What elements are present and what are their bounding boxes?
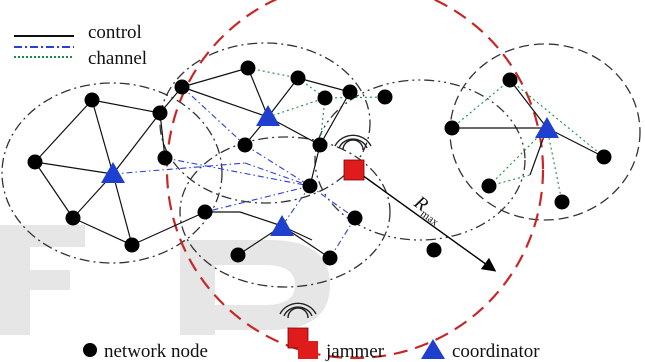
network-node xyxy=(317,90,333,106)
coordinator-triangle xyxy=(256,105,280,126)
line-legend: control channel xyxy=(14,22,147,69)
network-node xyxy=(377,89,393,105)
cluster-range-top xyxy=(159,42,371,204)
network-node xyxy=(502,72,518,88)
symbol-legend: network node jammer coordinator xyxy=(83,339,540,362)
network-node xyxy=(342,84,358,100)
network-node xyxy=(27,154,43,170)
cluster-range-bottom xyxy=(179,136,391,288)
network-node xyxy=(174,79,190,95)
network-nodes xyxy=(27,60,612,266)
square-icon xyxy=(298,341,318,359)
network-node xyxy=(152,105,168,121)
coordinator-triangle xyxy=(101,162,125,183)
coordinator-legend-label: coordinator xyxy=(452,341,540,362)
network-node xyxy=(124,237,140,253)
network-node xyxy=(596,149,612,165)
network-node xyxy=(347,210,363,226)
control-legend-label: control xyxy=(88,22,142,43)
cluster-ranges xyxy=(1,42,641,288)
network-node xyxy=(157,150,173,166)
network-node xyxy=(481,178,497,194)
network-node xyxy=(230,247,246,263)
rmax-label: Rmax xyxy=(408,191,447,228)
network-node xyxy=(554,194,570,210)
network-node xyxy=(197,204,213,220)
network-node xyxy=(240,60,256,76)
network-node xyxy=(302,178,318,194)
network-node xyxy=(322,250,338,266)
triangle-icon xyxy=(421,339,445,359)
watermark xyxy=(0,225,330,335)
rmax-arrow xyxy=(354,169,497,272)
coordinators xyxy=(101,105,559,236)
network-node xyxy=(312,137,328,153)
circle-icon xyxy=(83,343,97,357)
signal-waves xyxy=(279,134,372,319)
network-node xyxy=(290,70,306,86)
jammer-legend-label: jammer xyxy=(325,341,385,362)
network-node xyxy=(426,242,442,258)
channel-legend-label: channel xyxy=(88,48,147,69)
channel-links xyxy=(112,67,605,259)
jammer-square xyxy=(343,159,365,181)
control-links xyxy=(34,67,605,259)
cluster-range-left xyxy=(1,82,223,264)
jammer-signal-icon xyxy=(287,307,309,319)
coordinator-triangle xyxy=(535,117,559,138)
network-node xyxy=(444,120,460,136)
coordinator-triangle xyxy=(270,215,294,236)
network-node xyxy=(237,137,253,153)
jammer-signal-icon xyxy=(342,139,364,151)
cluster-range-middle xyxy=(314,79,526,241)
network-node-legend-label: network node xyxy=(104,341,208,362)
network-node xyxy=(84,92,100,108)
jamming-range xyxy=(165,0,545,360)
network-node xyxy=(65,210,81,226)
